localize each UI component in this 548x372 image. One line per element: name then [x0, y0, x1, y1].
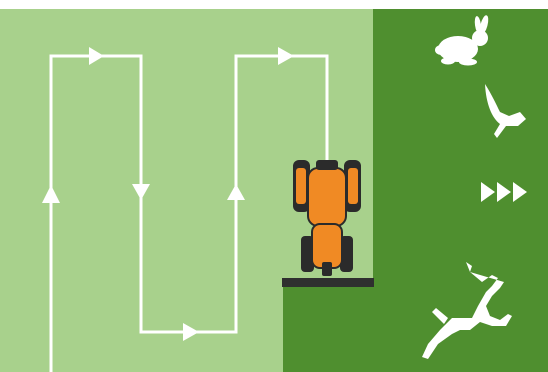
tractor-icon	[293, 160, 361, 276]
mower-bar	[282, 278, 374, 287]
deer-icon	[422, 262, 512, 359]
direction-arrow-icon	[183, 323, 199, 341]
bird-icon	[485, 84, 526, 138]
rabbit-icon	[435, 15, 489, 66]
triple-arrow-icon	[481, 182, 527, 202]
path-direction-arrows	[42, 47, 294, 341]
direction-arrow-icon	[89, 47, 104, 65]
direction-arrow-icon	[42, 185, 60, 203]
direction-arrow-icon	[278, 47, 294, 65]
direction-arrow-icon	[132, 184, 150, 200]
top-border	[0, 0, 548, 9]
direction-arrow-icon	[227, 184, 245, 200]
